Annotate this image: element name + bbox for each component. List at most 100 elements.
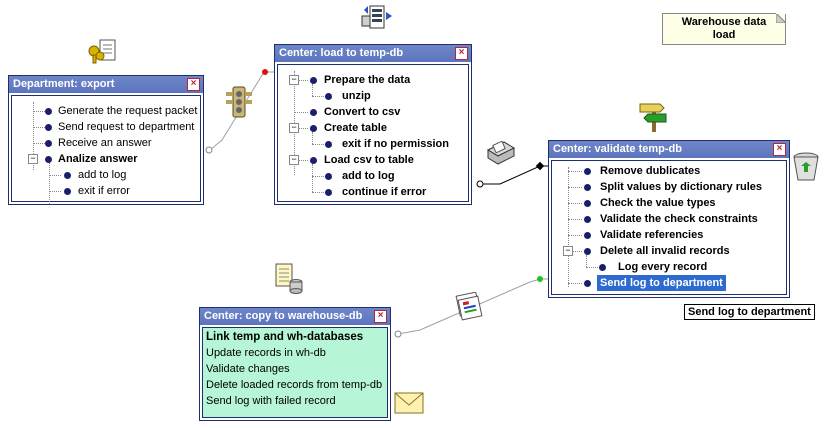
bullet-icon — [584, 232, 591, 239]
tree-item[interactable]: Send request to department — [58, 121, 195, 133]
tree-guide — [298, 128, 308, 129]
collapse-toggle-icon[interactable]: − — [28, 154, 38, 164]
collapse-toggle-icon[interactable]: − — [563, 246, 573, 256]
tree-item-selected[interactable]: Send log to department — [597, 275, 726, 291]
tree-item[interactable]: Prepare the data — [324, 74, 411, 86]
bullet-icon — [45, 108, 52, 115]
panel-title: Center: copy to warehouse-db — [204, 310, 363, 322]
tree-guide — [49, 175, 61, 176]
tree-guide — [312, 176, 324, 177]
bullet-icon — [325, 173, 332, 180]
tree-guide — [586, 255, 587, 267]
panel-title-bar[interactable]: Department: export × — [9, 76, 203, 93]
note-folded-corner — [776, 13, 786, 23]
panel-title-bar[interactable]: Center: validate temp-db × — [549, 141, 789, 158]
connector-validate-end — [535, 161, 545, 171]
folder-tray-icon — [484, 138, 518, 171]
trash-can-icon — [790, 150, 822, 187]
close-button[interactable]: × — [773, 143, 786, 156]
tree-item[interactable]: Create table — [324, 122, 387, 134]
list-item[interactable]: Link temp and wh-databases — [206, 331, 364, 343]
close-button[interactable]: × — [187, 78, 200, 91]
connector-load-start — [476, 180, 484, 188]
note-line-1: Warehouse data — [681, 16, 767, 28]
spreadsheet-sheets-icon — [452, 291, 486, 327]
traffic-light-icon — [224, 85, 254, 124]
panel-title-bar[interactable]: Center: copy to warehouse-db × — [200, 308, 390, 325]
bullet-icon — [64, 188, 71, 195]
tree-item[interactable]: add to log — [78, 169, 127, 181]
bullet-icon — [310, 77, 317, 84]
tree-item[interactable]: continue if error — [342, 186, 427, 198]
tree-guide — [568, 187, 582, 188]
tree-item[interactable]: Check the value types — [600, 197, 716, 209]
list-item[interactable]: Send log with failed record — [206, 395, 336, 407]
tree-item[interactable]: Validate referencies — [600, 229, 704, 241]
tree-item[interactable]: Generate the request packet — [58, 105, 198, 117]
bullet-icon — [64, 172, 71, 179]
list-item[interactable]: Delete loaded records from temp-db — [206, 379, 383, 391]
tree-item[interactable]: Load csv to table — [324, 154, 414, 166]
signpost-icon — [638, 98, 668, 137]
note-warehouse-data-load[interactable]: Warehouse data load — [662, 13, 786, 45]
tree-guide — [298, 80, 308, 81]
tree-item[interactable]: exit if no permission — [342, 138, 449, 150]
tree-guide — [568, 203, 582, 204]
panel-body: − Prepare the data unzip Convert to csv … — [277, 64, 469, 202]
panel-validate-temp-db[interactable]: Center: validate temp-db × Remove dublic… — [548, 140, 790, 298]
collapse-toggle-icon[interactable]: − — [289, 123, 299, 133]
tree-item[interactable]: Delete all invalid records — [600, 245, 730, 257]
tree-guide — [294, 112, 308, 113]
bullet-icon — [310, 125, 317, 132]
tree-item[interactable]: add to log — [342, 170, 395, 182]
list-item[interactable]: Validate changes — [206, 363, 290, 375]
panel-title-bar[interactable]: Center: load to temp-db × — [275, 45, 471, 62]
tree-item[interactable]: Log every record — [618, 261, 708, 273]
bullet-icon — [45, 156, 52, 163]
tree-guide — [33, 127, 45, 128]
tree-item[interactable]: Analize answer — [58, 153, 138, 165]
tree-guide — [568, 219, 582, 220]
tree-item[interactable]: Split values by dictionary rules — [600, 181, 762, 193]
tree-guide — [568, 283, 582, 284]
collapse-toggle-icon[interactable]: − — [289, 155, 299, 165]
bullet-icon — [45, 140, 52, 147]
panel-department-export[interactable]: Department: export × Generate the reques… — [8, 75, 204, 205]
tree-item[interactable]: Receive an answer — [58, 137, 152, 149]
tree-guide — [33, 111, 45, 112]
bullet-icon — [310, 109, 317, 116]
tree-guide — [312, 132, 313, 144]
connector-export-start — [205, 146, 213, 154]
tree-guide — [312, 144, 324, 145]
tree-guide — [298, 160, 308, 161]
bullet-icon — [325, 141, 332, 148]
tree-item[interactable]: Convert to csv — [324, 106, 401, 118]
bullet-icon — [325, 93, 332, 100]
computer-document-icon — [360, 4, 394, 39]
panel-load-temp-db[interactable]: Center: load to temp-db × − Prepare the … — [274, 44, 472, 205]
keys-document-icon — [86, 38, 118, 67]
tree-guide — [572, 251, 582, 252]
tree-guide — [33, 143, 45, 144]
tree-guide — [312, 192, 324, 193]
close-button[interactable]: × — [455, 47, 468, 60]
tree-item[interactable]: unzip — [342, 90, 371, 102]
tree-guide — [312, 164, 313, 192]
panel-title: Center: load to temp-db — [279, 47, 404, 59]
panel-copy-warehouse-db[interactable]: Center: copy to warehouse-db × Link temp… — [199, 307, 391, 421]
tree-item[interactable]: Remove dublicates — [600, 165, 701, 177]
tooltip-send-log: Send log to department — [684, 304, 815, 320]
list-item[interactable]: Update records in wh-db — [206, 347, 326, 359]
bullet-icon — [325, 189, 332, 196]
collapse-toggle-icon[interactable]: − — [289, 75, 299, 85]
tree-guide — [586, 267, 598, 268]
close-button[interactable]: × — [374, 310, 387, 323]
tree-item[interactable]: Validate the check constraints — [600, 213, 758, 225]
bullet-icon — [584, 248, 591, 255]
bullet-icon — [599, 264, 606, 271]
bullet-icon — [584, 184, 591, 191]
tree-item[interactable]: exit if error — [78, 185, 130, 197]
panel-body: Link temp and wh-databases Update record… — [202, 327, 388, 418]
bullet-icon — [584, 168, 591, 175]
